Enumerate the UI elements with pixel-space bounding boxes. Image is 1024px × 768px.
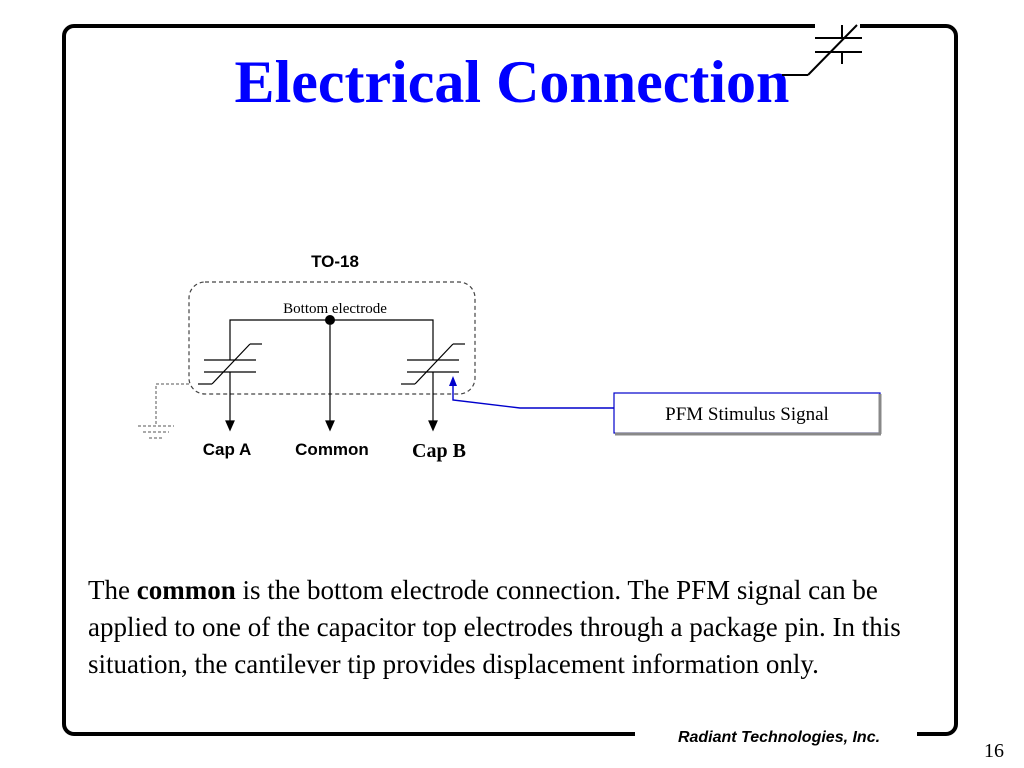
package-outline (188, 281, 476, 395)
body-bold-word: common (136, 575, 236, 605)
pfm-signal-wire (452, 384, 614, 409)
cap-b-label: Cap B (412, 440, 466, 462)
bottom-electrode-wire (229, 319, 434, 360)
body-text-after: is the bottom electrode connection. The … (88, 575, 901, 679)
page-number: 16 (984, 740, 1004, 762)
company-name: Radiant Technologies, Inc. (677, 729, 881, 746)
slide-title: Electrical Connection (234, 49, 790, 115)
cap-a-arrow-icon (225, 420, 235, 432)
ground-icon (138, 383, 189, 439)
common-arrow-icon (325, 420, 335, 432)
body-text-before: The (88, 575, 137, 605)
electrode-label: Bottom electrode (283, 301, 387, 317)
package-label: TO-18 (311, 252, 359, 271)
common-label: Common (295, 440, 369, 459)
electrode-node (325, 315, 335, 325)
pfm-arrow-icon (449, 376, 457, 386)
capacitor-logo-icon (782, 21, 862, 76)
cap-a-label: Cap A (203, 440, 252, 459)
body-paragraph: The common is the bottom electrode conne… (88, 572, 948, 683)
cap-b-arrow-icon (428, 420, 438, 432)
footer-gap (635, 724, 917, 748)
pfm-signal-label: PFM Stimulus Signal (665, 404, 829, 425)
slide-frame (62, 24, 958, 736)
